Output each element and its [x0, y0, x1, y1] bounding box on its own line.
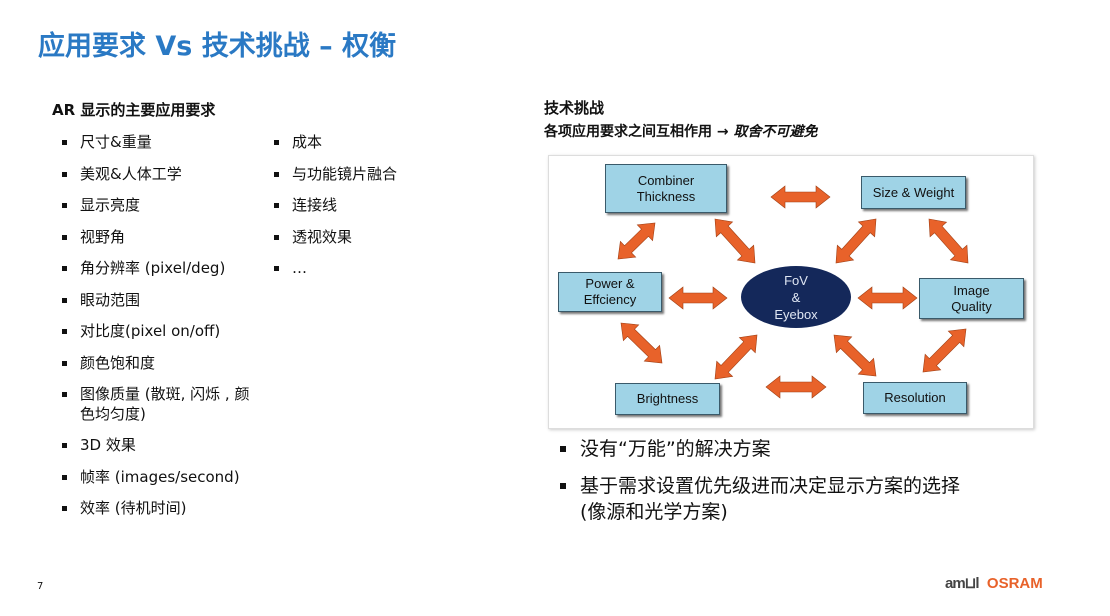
double-arrow-icon — [714, 334, 758, 380]
box-image-quality: Image Quality — [919, 278, 1024, 319]
requirement-item: 颜色饱和度 — [61, 353, 156, 372]
double-arrow-icon — [714, 218, 756, 264]
double-arrow-icon — [835, 218, 877, 264]
box-size-weight: Size & Weight — [861, 176, 966, 209]
double-arrow-icon — [857, 286, 918, 310]
requirement-item: 与功能镜片融合 — [273, 164, 398, 183]
requirement-item: 效率 (待机时间) — [61, 499, 187, 517]
requirement-item: 显示亮度 — [61, 196, 141, 214]
double-arrow-icon — [833, 334, 877, 377]
requirement-item: 角分辨率 (pixel/deg) — [61, 259, 226, 277]
double-arrow-icon — [620, 322, 663, 364]
requirement-item: 美观&人体工学 — [62, 164, 182, 183]
double-arrow-icon — [770, 185, 831, 209]
bullet-priority: 基于需求设置优先级进而决定显示方案的选择 (像源和光学方案) — [559, 475, 961, 523]
box-power-efficiency: Power & Effciency — [558, 272, 662, 312]
logo-ams: am⊔l — [945, 575, 980, 592]
requirement-item: 3D 效果 — [62, 436, 136, 454]
logo: am⊔l OSRAM — [945, 574, 1043, 592]
double-arrow-icon — [617, 222, 656, 260]
box-brightness: Brightness — [615, 383, 720, 415]
double-arrow-icon — [765, 375, 827, 399]
tradeoff-diagram: Combiner Thickness Size & Weight Power &… — [548, 155, 1034, 429]
requirement-item: 对比度(pixel on/off) — [61, 322, 221, 340]
requirement-item: 视野角 — [61, 227, 126, 246]
page-title: 应用要求 Vs 技术挑战 – 权衡 — [38, 31, 397, 62]
box-resolution: Resolution — [863, 382, 967, 414]
requirement-item: 透视效果 — [273, 227, 353, 246]
box-combiner-thickness: Combiner Thickness — [605, 164, 727, 213]
arrow-right-icon: → — [712, 124, 734, 140]
requirements-heading: AR 显示的主要应用要求 — [52, 101, 216, 119]
double-arrow-icon — [922, 328, 967, 373]
logo-osram: OSRAM — [986, 575, 1043, 592]
tech-subtitle: 各项应用要求之间互相作用 → 取舍不可避免 — [544, 121, 817, 141]
requirement-item: … — [274, 259, 307, 277]
requirement-item: 成本 — [273, 133, 323, 151]
center-fov-eyebox: FoV & Eyebox — [741, 266, 851, 328]
subtitle-emphasis: 取舍不可避免 — [733, 124, 818, 140]
page-number: 7 — [37, 581, 44, 592]
requirement-item: 尺寸&重量 — [62, 133, 152, 151]
tech-heading: 技术挑战 — [544, 99, 605, 117]
arrows-layer — [617, 185, 969, 399]
double-arrow-icon — [668, 286, 728, 310]
requirement-item: 连接线 — [273, 196, 338, 214]
double-arrow-icon — [928, 218, 969, 264]
requirement-item: 眼动范围 — [61, 290, 141, 309]
requirement-item: 帧率 (images/second) — [62, 467, 240, 486]
requirement-item: 图像质量 (散斑, 闪烁 , 颜 色均匀度) — [61, 385, 250, 423]
bullet-no-universal: 没有“万能”的解决方案 — [560, 438, 771, 460]
subtitle-text: 各项应用要求之间互相作用 — [544, 124, 712, 140]
